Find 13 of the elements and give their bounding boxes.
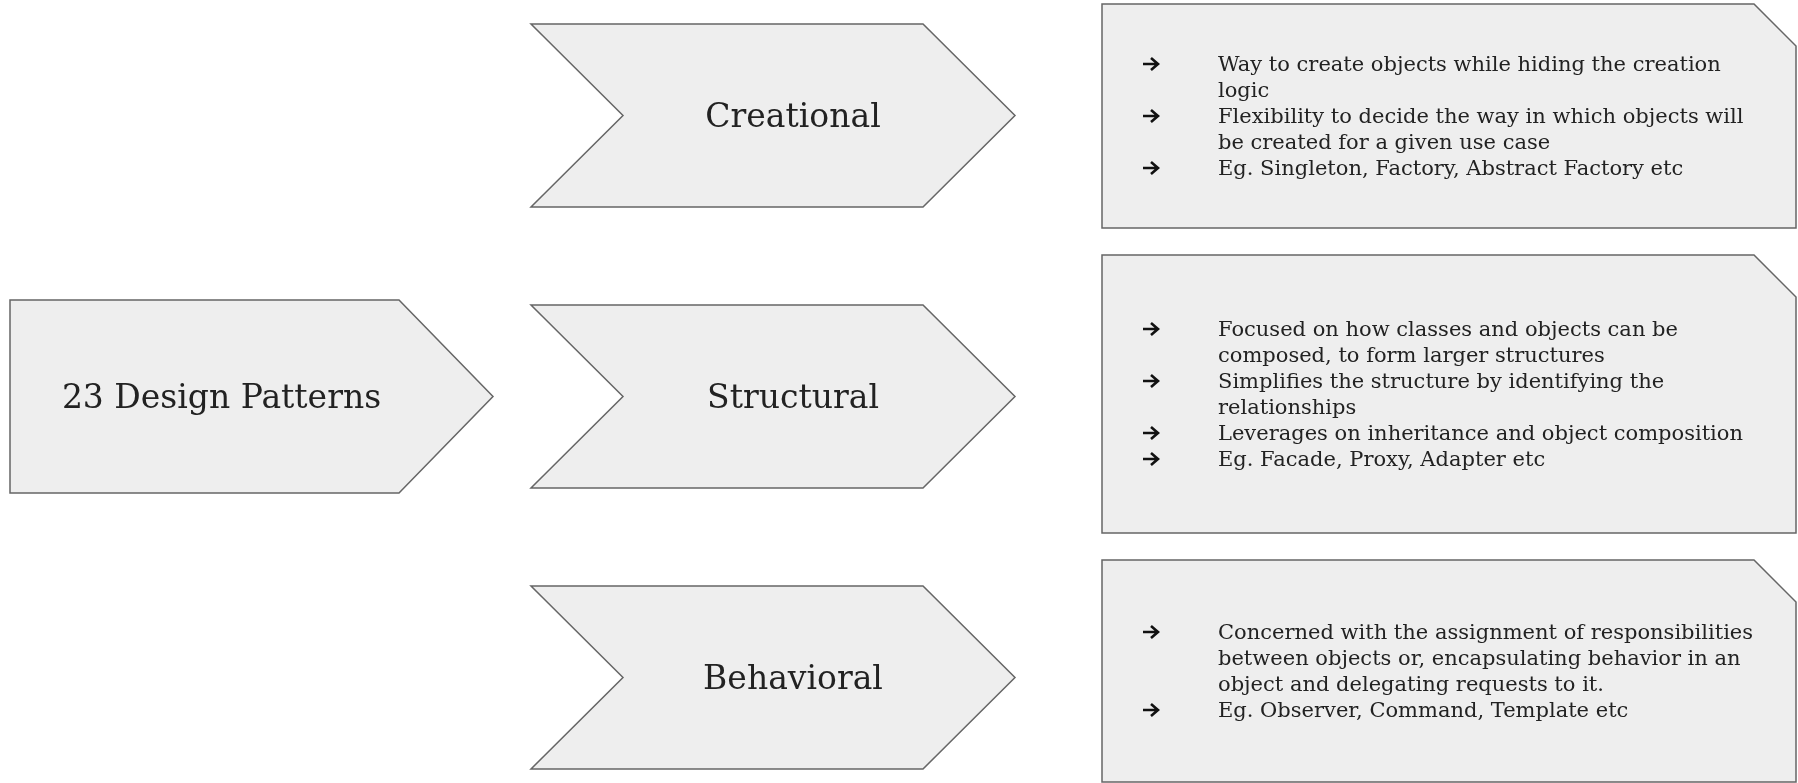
bullet-text: Leverages on inheritance and object composition (1218, 420, 1743, 446)
node-label: Structural (707, 377, 879, 416)
bullet-text: Way to create objects while hiding the creation logic (1218, 51, 1722, 103)
bullet-text: Eg. Observer, Command, Template etc (1218, 697, 1629, 723)
bullet-text: Eg. Singleton, Factory, Abstract Factory etc (1218, 155, 1684, 181)
bullet-text: Focused on how classes and objects can be composed, to form larger structures (1218, 316, 1679, 368)
bullet-text: Simplifies the structure by identifying the relationships (1218, 368, 1666, 420)
bullet-text: Eg. Facade, Proxy, Adapter etc (1218, 446, 1546, 472)
bullet-text: Flexibility to decide the way in which objects will be created for a given use case (1218, 103, 1745, 155)
node-label: 23 Design Patterns (61, 377, 382, 416)
node-label: Behavioral (703, 658, 883, 697)
bullet-text: Concerned with the assignment of responsibilities between objects or, encapsulating behavior in an object and delegating requests to it. (1218, 619, 1755, 697)
node-label: Creational (705, 96, 881, 135)
